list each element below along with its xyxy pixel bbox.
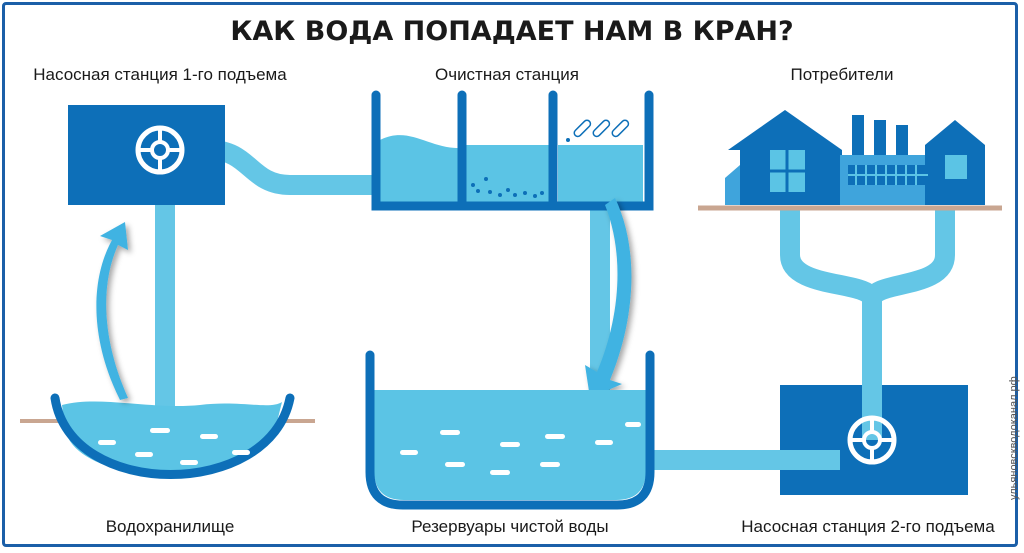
frame-border [2, 2, 1018, 547]
source-url: ульяновскводоканал.рф [1008, 376, 1020, 500]
label-treatment-station: Очистная станция [435, 65, 579, 84]
label-pump-station-1: Насосная станция 1-го подъема [33, 65, 287, 84]
valve-wheel-icon [135, 125, 185, 175]
pipe-branch-right [862, 210, 955, 304]
reservoir-bowl [50, 393, 295, 479]
pump-station-1-building [68, 105, 225, 205]
reservoir-water [62, 401, 282, 475]
valve-wheel-icon [847, 415, 897, 465]
label-pump-station-2: Насосная станция 2-го подъема [741, 517, 995, 536]
arrow-down-icon [585, 198, 632, 398]
water-ripples [400, 422, 641, 475]
page-title: КАК ВОДА ПОПАДАЕТ НАМ В КРАН? [230, 16, 793, 47]
label-consumers: Потребители [791, 65, 894, 84]
uv-lamps-icon [573, 119, 630, 138]
label-clean-water-tanks: Резервуары чистой воды [411, 517, 608, 536]
treatment-station [371, 90, 654, 211]
clean-water-tank [365, 350, 655, 510]
label-reservoir: Водохранилище [106, 517, 235, 536]
arrow-up-icon [96, 222, 128, 400]
factory-icon [840, 115, 985, 205]
water-ripples [98, 428, 250, 465]
house-icon [725, 110, 842, 205]
